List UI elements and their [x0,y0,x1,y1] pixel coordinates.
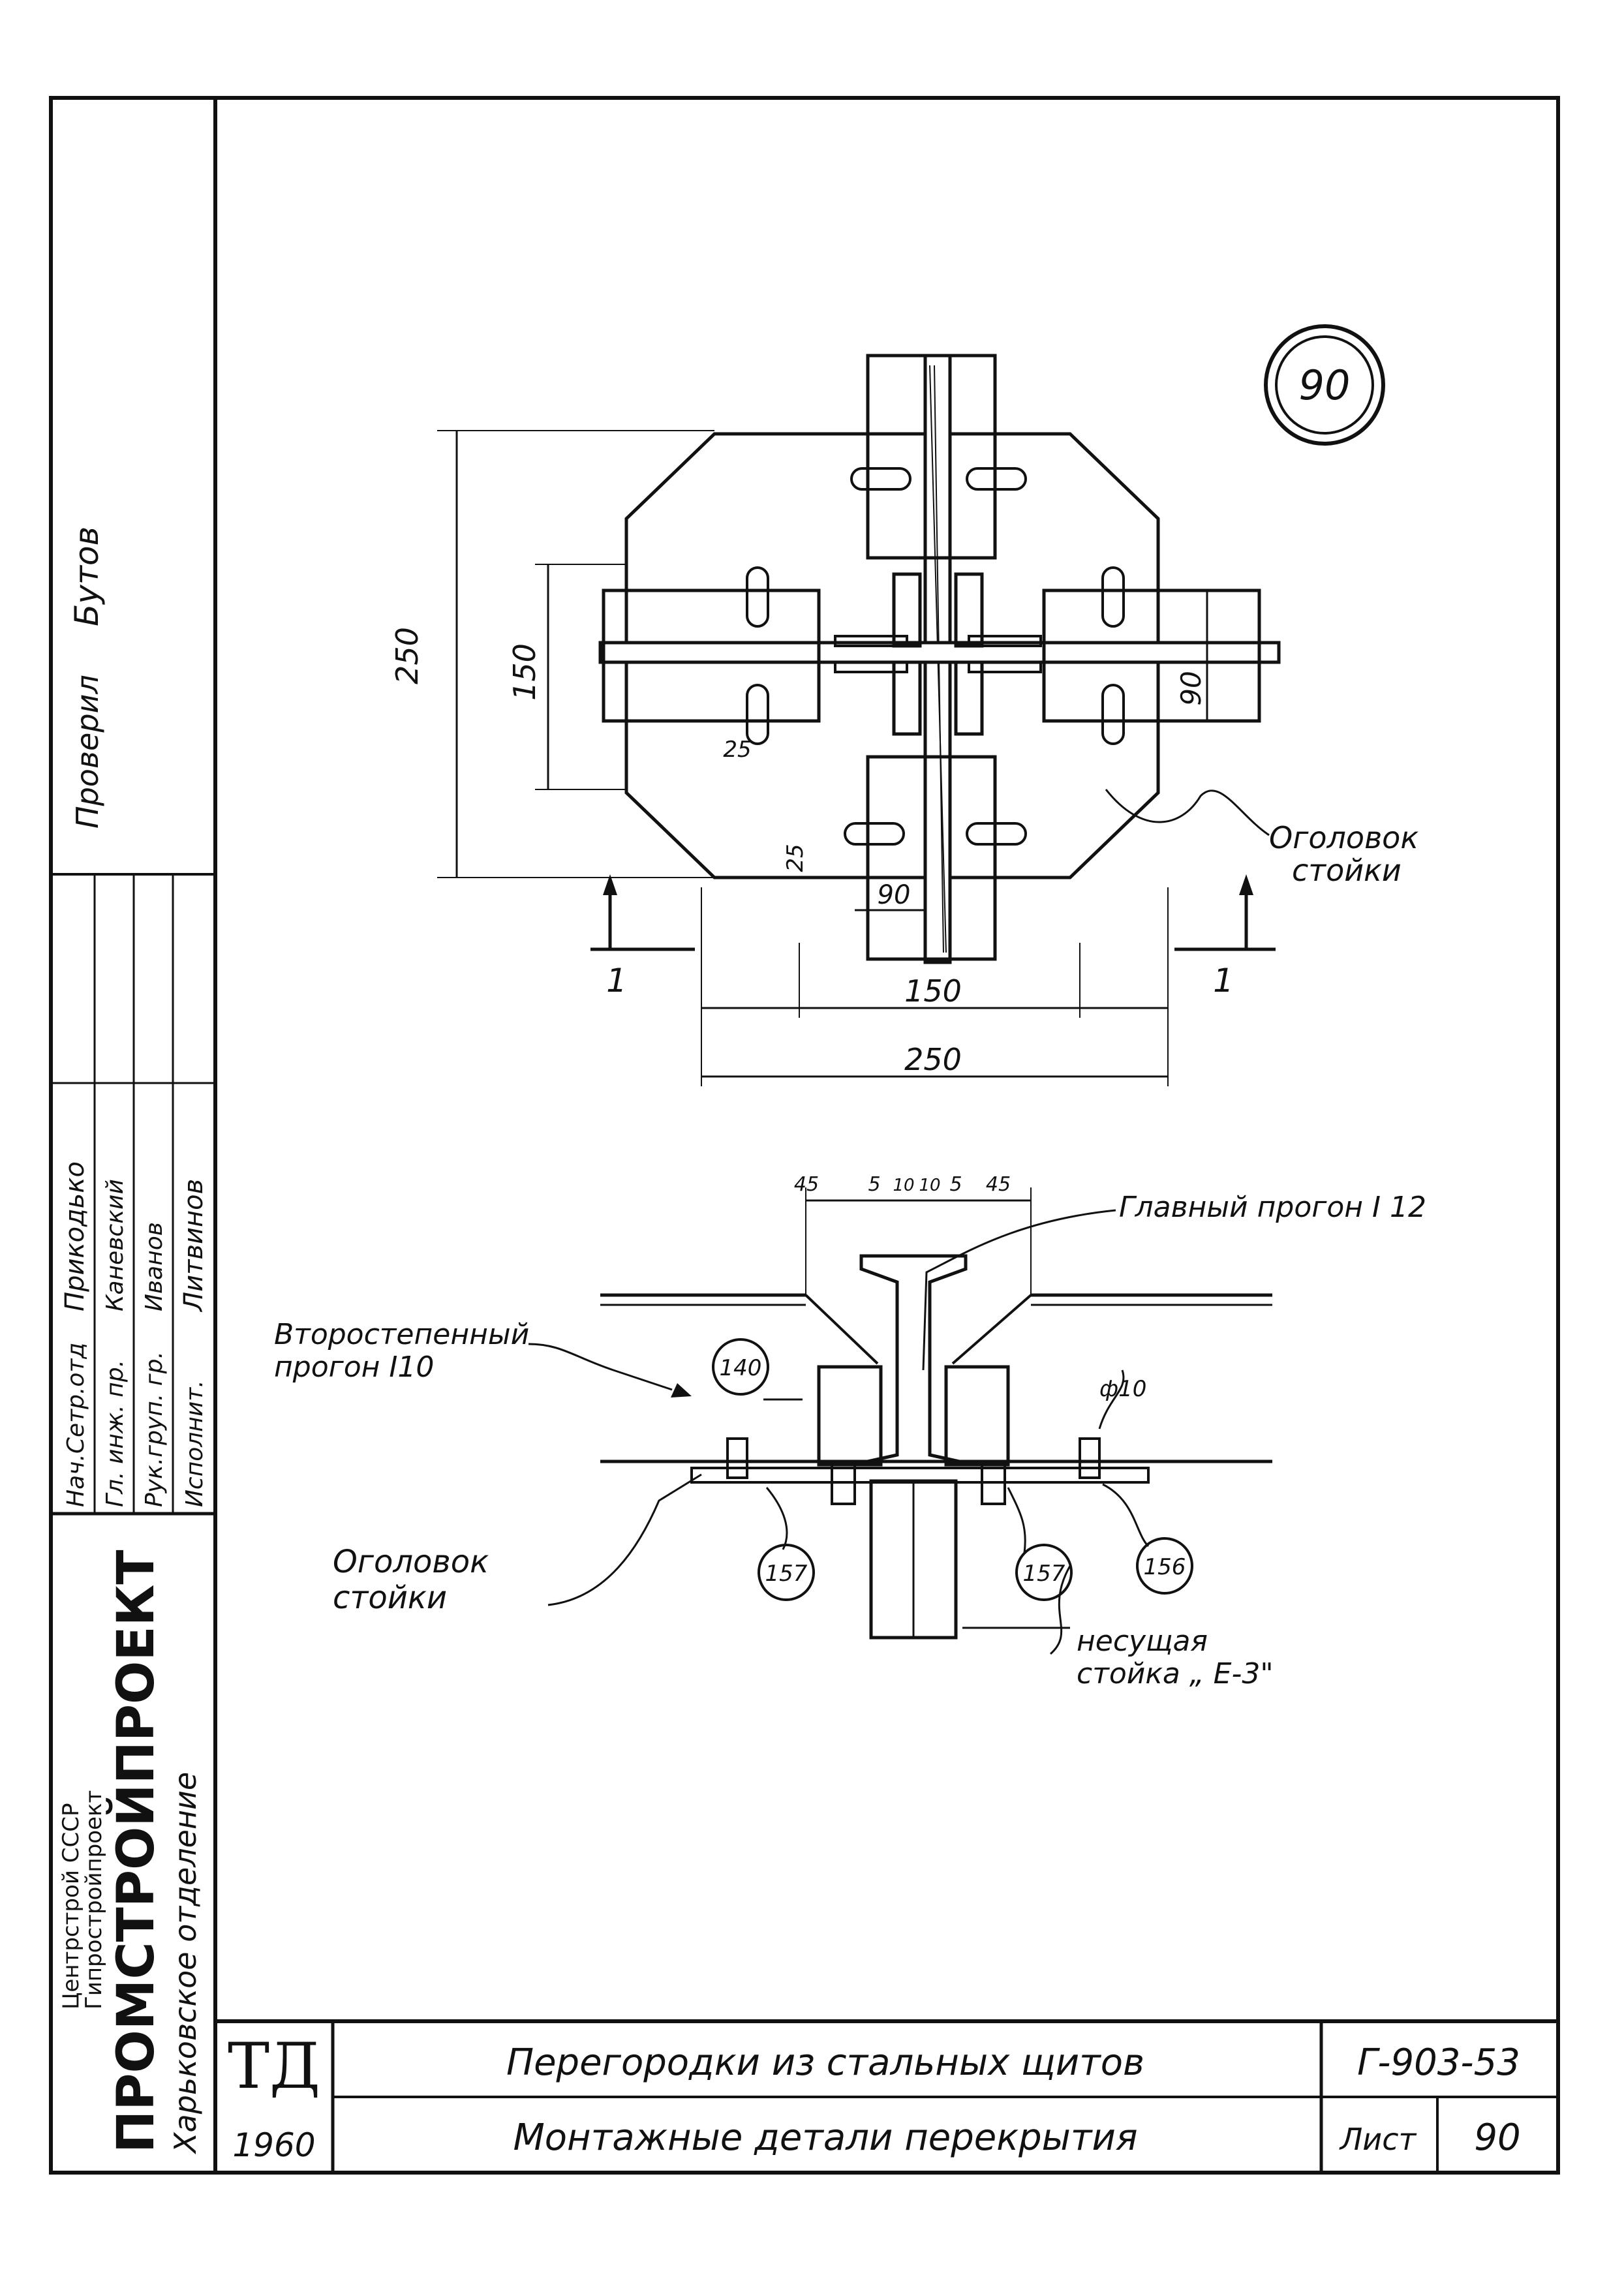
checked-name: Бутов [68,527,106,626]
post-label-1: несущая [1077,1625,1208,1658]
plan-dim-90-horizontal: 90 [878,880,911,910]
title-block: ТД 1960 Перегородки из стальных щитов Мо… [228,2030,1521,2164]
stamp-role-3: Рук.груп. гр. [141,1351,168,1507]
stamp-role-1: Нач.Сетр.отд [63,1343,89,1507]
top-dim-5-right: 5 [949,1173,962,1196]
sheet-number: 90 [1474,2117,1520,2159]
section-cap-label-1: Оголовок [333,1544,489,1580]
side-stamp: Проверил Бутов Нач.Сетр.отд Гл. инж. пр.… [58,527,209,2154]
stamp-name-4: Литвинов [179,1179,209,1313]
stamp-role-2: Гл. инж. пр. [102,1360,129,1507]
top-dim-10-right: 10 [919,1176,940,1195]
callout-157-right: 157 [1023,1561,1065,1587]
section-marker-right: 1 [1213,962,1234,1000]
sheet-label: Лист [1339,2122,1417,2157]
callout-157-left: 157 [765,1561,808,1587]
stamp-name-2: Каневский [102,1179,129,1311]
checked-label: Проверил [70,675,105,829]
sheet-frame [49,96,1560,2175]
cap-plate-outline [624,432,1160,879]
section-marker-left: 1 [606,962,627,1000]
plan-dim-150-horizontal: 150 [904,973,962,1009]
secondary-purlin-label-2: прогон I10 [274,1351,434,1384]
title-line-2: Монтажные детали перекрытия [513,2117,1137,2159]
top-dim-10-left: 10 [893,1176,914,1195]
top-dim-45-left: 45 [794,1173,819,1196]
section-cap-label-2: стойки [333,1580,447,1616]
secondary-purlin-label-1: Второстепенный [274,1318,529,1351]
main-purlin-label: Главный прогон I 12 [1119,1191,1426,1224]
org-small-1: Центрстрой СССР [58,1803,84,2010]
plan-dim-25-upper: 25 [723,737,751,763]
org-sub: Харьковское отделение [168,1772,203,2154]
stamp-role-4: Исполнит. [181,1380,208,1507]
title-line-1: Перегородки из стальных щитов [506,2041,1144,2084]
document-code: Г-903-53 [1357,2041,1520,2084]
org-small-2: Гипростройпроект [81,1790,107,2010]
callout-156: 156 [1144,1554,1186,1580]
plan-dim-90-vertical: 90 [1175,671,1207,705]
top-dim-45-right: 45 [986,1173,1011,1196]
sheet-number-marker: 90 [1264,324,1385,446]
stamp-name-3: Иванов [141,1222,168,1311]
bolt-slots [746,467,1125,846]
plan-dim-150-vertical: 150 [507,643,542,701]
org-big: ПРОМСТРОЙПРОЕКТ [106,1550,166,2153]
year: 1960 [232,2126,315,2164]
plan-dim-250-vertical: 250 [390,627,425,684]
phi10-label: ф10 [1099,1376,1146,1402]
plan-cap-label-1: Оголовок [1269,820,1418,855]
plan-cap-label-2: стойки [1292,853,1402,888]
post-label-2: стойка „ Е-3" [1077,1657,1274,1690]
plan-dim-25-lower: 25 [782,844,808,872]
stamp-name-1: Прикодько [60,1161,90,1311]
td-mark: ТД [228,2030,320,2103]
section-view: 45 5 10 10 5 45 Главный прогон I 12 Втор… [274,1173,1426,1690]
plan-dim-250-horizontal: 250 [904,1042,962,1077]
top-dim-5-left: 5 [868,1173,880,1196]
sheet-marker-text: 90 [1299,361,1351,409]
callout-140: 140 [720,1355,762,1381]
plan-view: 250 150 90 25 25 90 150 250 1 1 Оголовок… [390,354,1418,1086]
